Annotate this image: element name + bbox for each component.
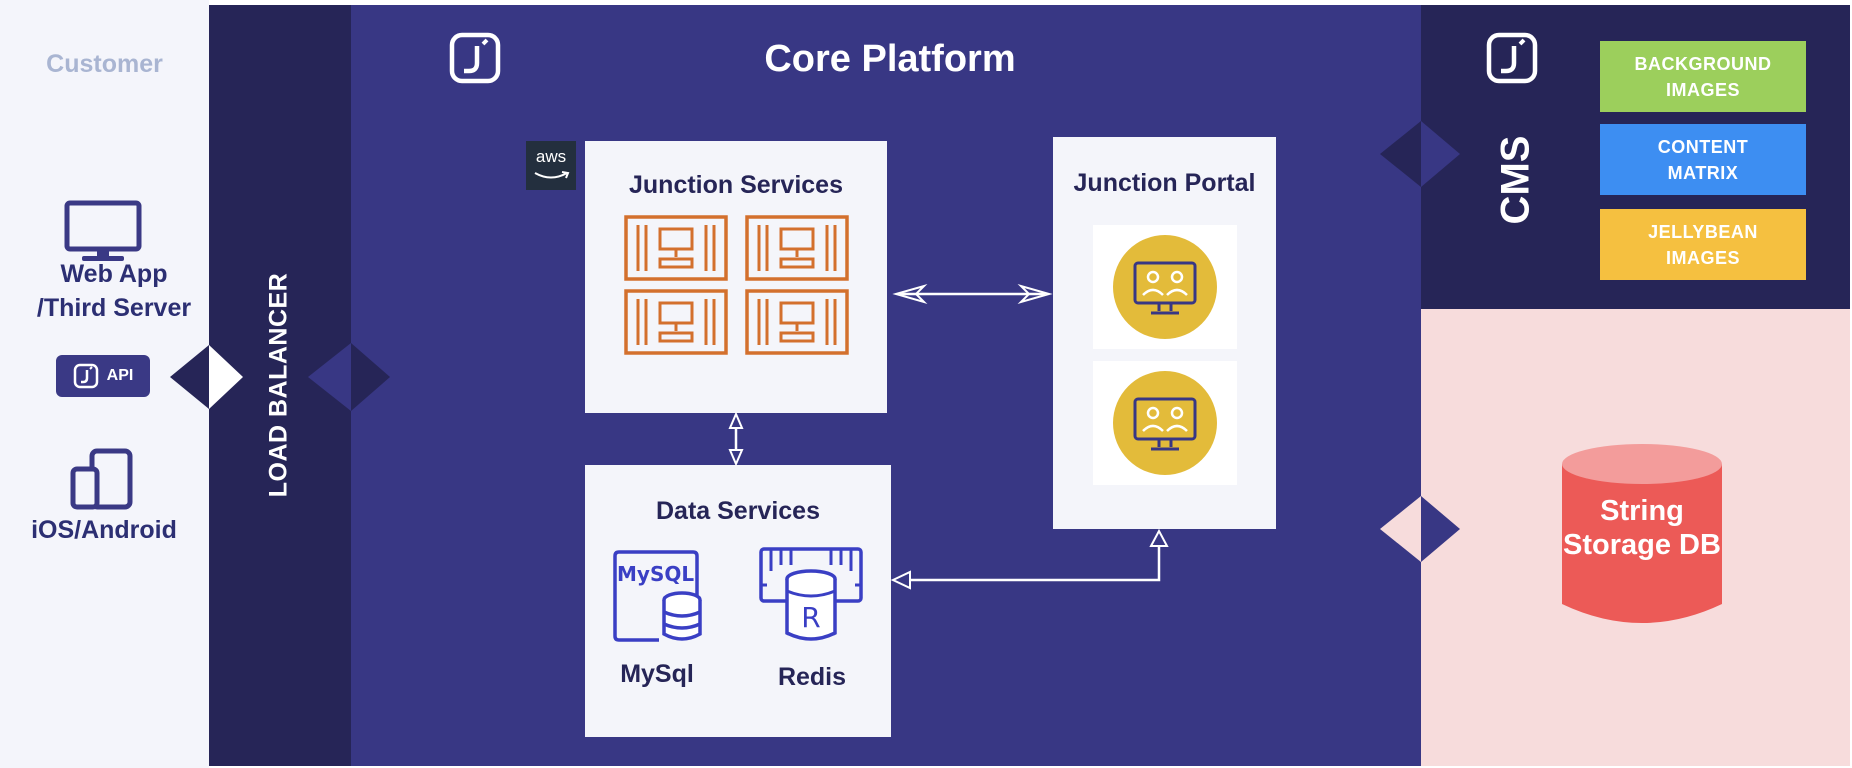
core-platform-title: Core Platform — [764, 38, 1016, 80]
redis-icon: R — [759, 547, 863, 641]
junction-portal-title: Junction Portal — [1073, 169, 1256, 197]
server-icon — [624, 215, 728, 281]
portal-tile — [1093, 361, 1237, 485]
junction-logo-icon — [1486, 32, 1538, 84]
junction-portal-panel: Junction Portal — [1053, 137, 1276, 529]
junction-logo-icon — [73, 363, 98, 389]
user-monitor-icon — [1113, 235, 1217, 339]
api-badge: API — [56, 355, 150, 397]
mobile-label: iOS/Android — [31, 516, 177, 544]
data-services-panel: Data Services MySQL MySql R Redis — [585, 465, 891, 737]
data-services-title: Data Services — [655, 497, 820, 525]
cms-item-jellybean-images: JELLYBEAN IMAGES — [1600, 209, 1806, 280]
mysql-label: MySql — [620, 660, 694, 688]
junction-logo-icon — [449, 32, 501, 84]
aws-logo: aws — [526, 141, 576, 190]
web-app-label: Web App /Third Server — [36, 260, 192, 322]
server-icon — [745, 215, 849, 281]
redis-logo-text: R — [801, 601, 820, 634]
database-icon — [1562, 444, 1722, 623]
portal-tile — [1093, 225, 1237, 349]
mobile-devices-icon — [70, 448, 133, 510]
user-monitor-icon — [1113, 371, 1217, 475]
server-icon — [624, 289, 728, 355]
string-storage-db-label: String Storage DB — [1563, 495, 1721, 561]
junction-services-title: Junction Services — [629, 171, 843, 199]
customer-title: Customer — [46, 50, 163, 78]
mysql-logo-text: MySQL — [617, 562, 694, 586]
cms-label: CMS — [1493, 135, 1538, 225]
mysql-icon: MySQL — [613, 550, 702, 642]
cms-item-content-matrix: CONTENT MATRIX — [1600, 124, 1806, 195]
redis-label: Redis — [777, 663, 847, 691]
monitor-icon — [64, 200, 142, 261]
aws-smile-icon — [534, 171, 570, 179]
junction-services-panel: Junction Services — [585, 141, 887, 413]
api-label: API — [106, 367, 134, 384]
aws-label: aws — [535, 147, 567, 166]
server-icon — [745, 289, 849, 355]
cms-item-background-images: BACKGROUND IMAGES — [1600, 41, 1806, 112]
load-balancer-label: LOAD BALANCER — [264, 272, 293, 498]
